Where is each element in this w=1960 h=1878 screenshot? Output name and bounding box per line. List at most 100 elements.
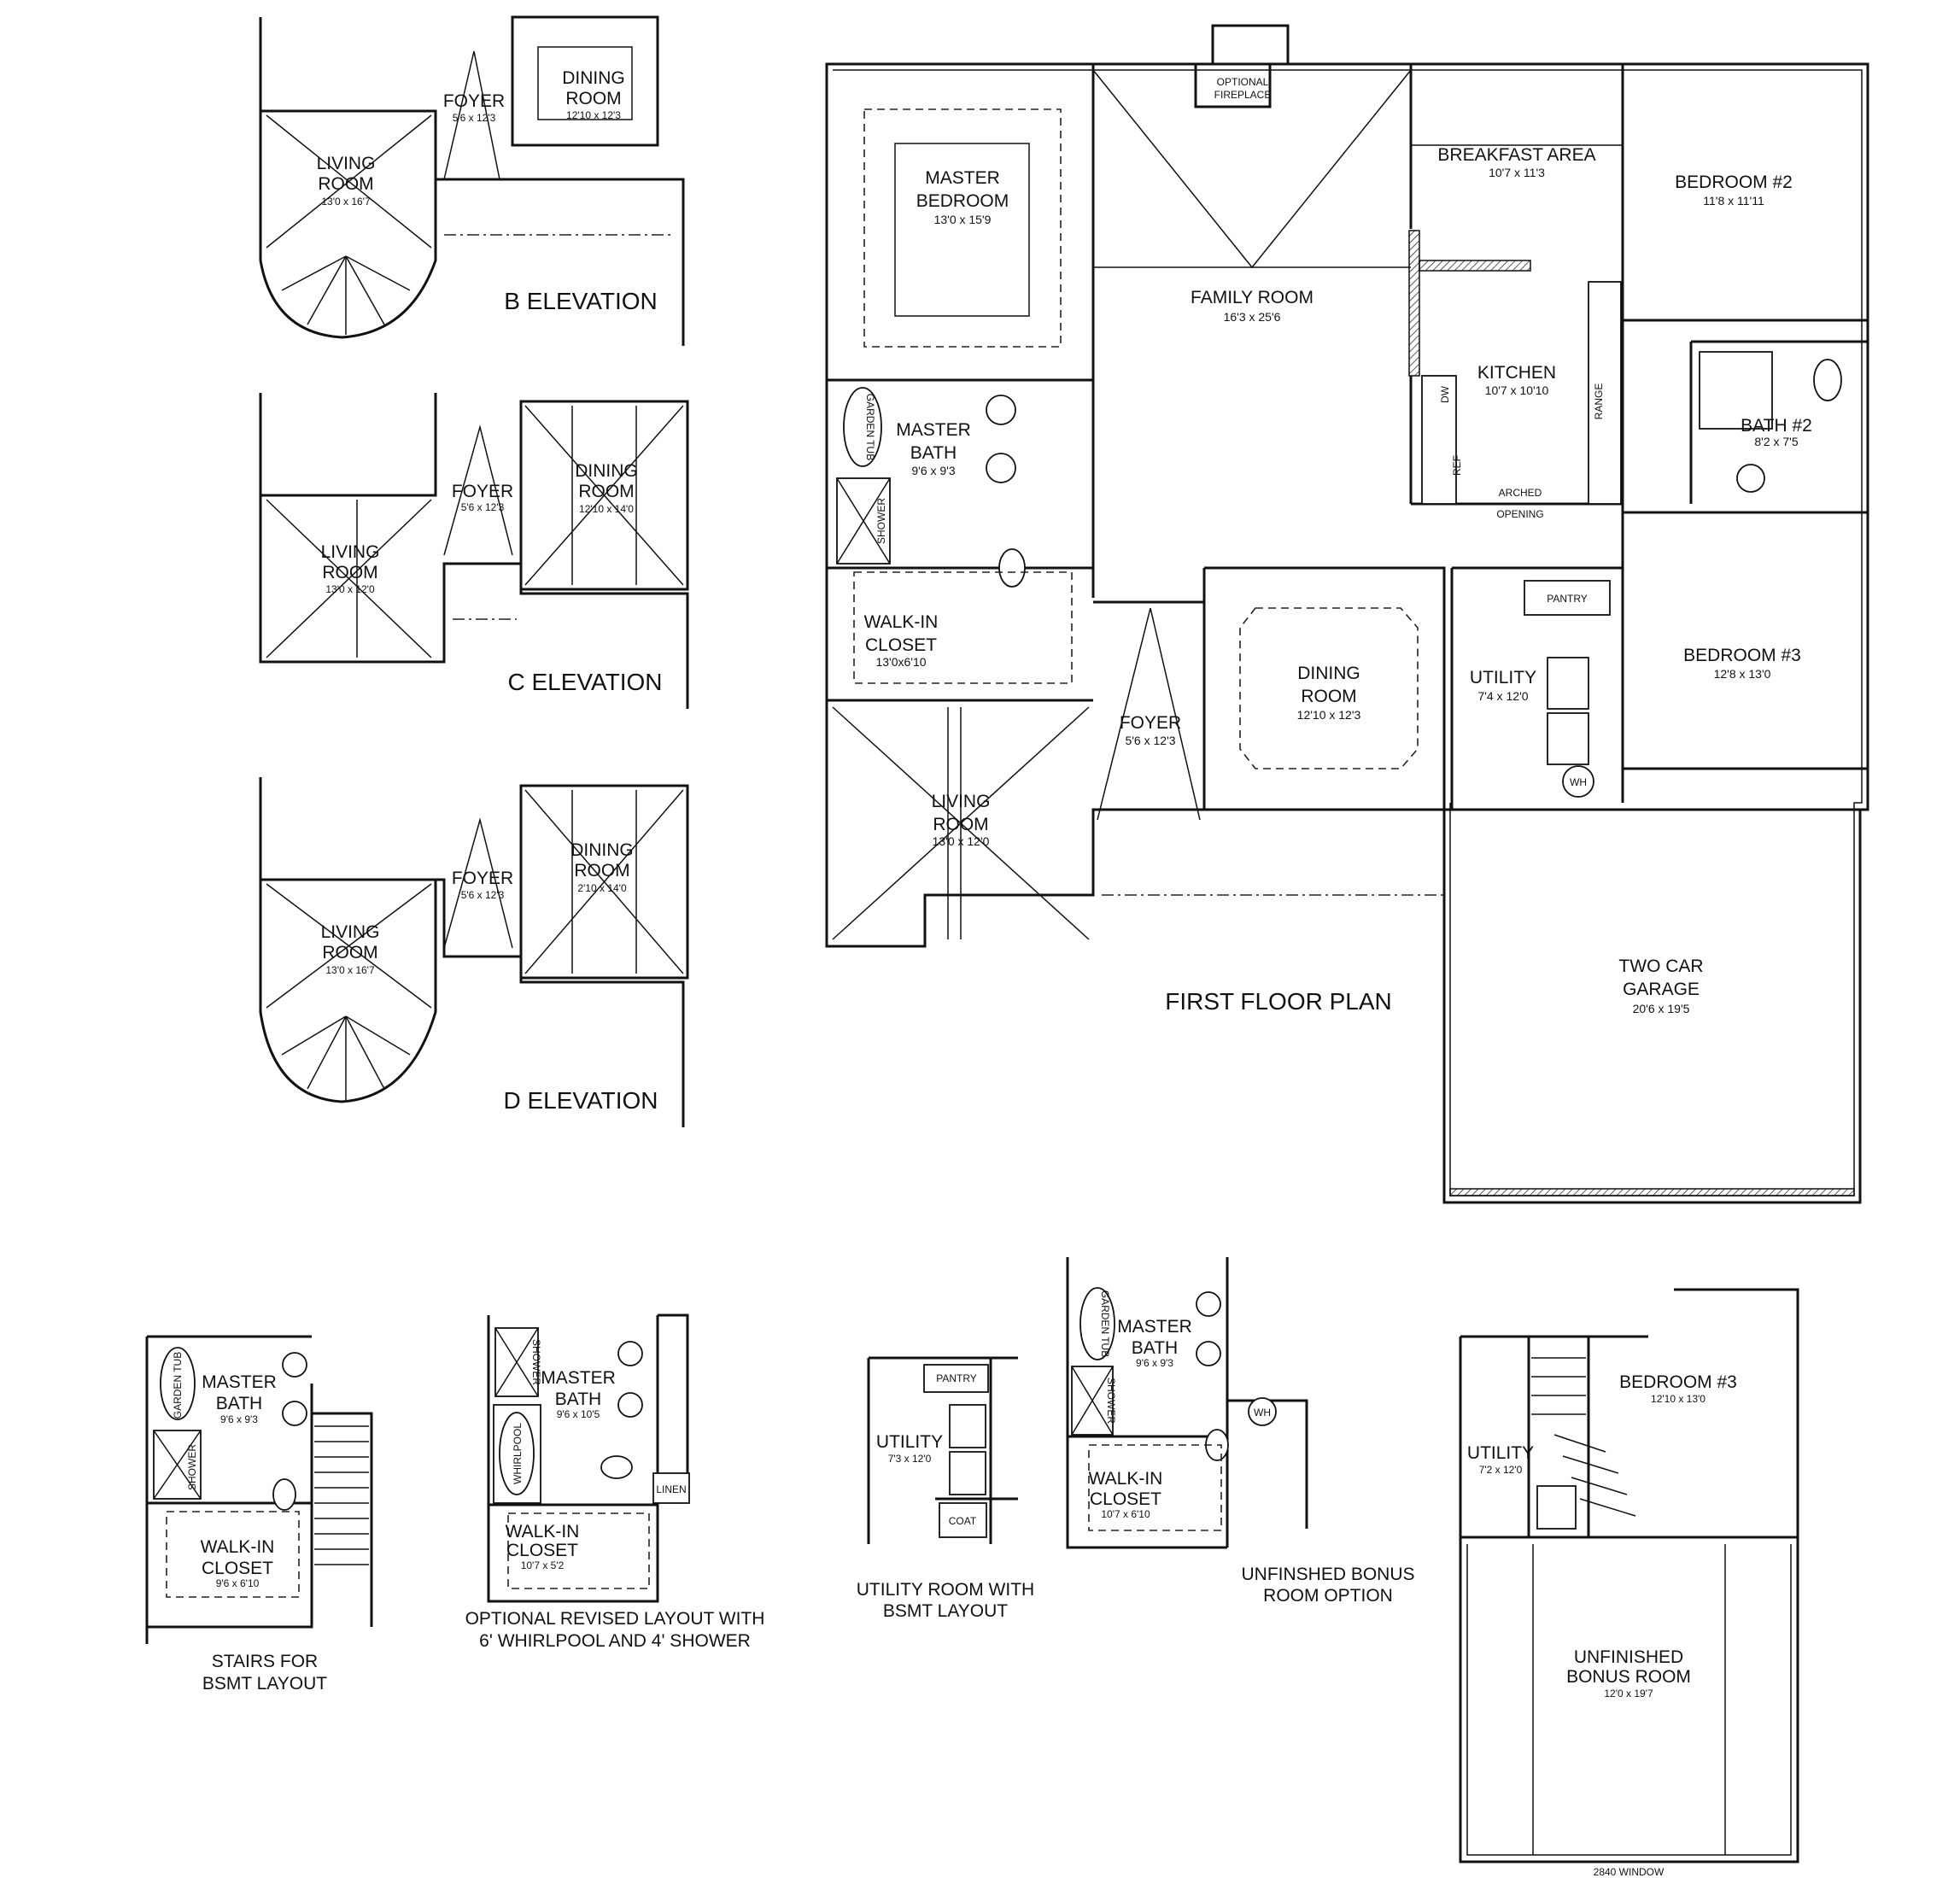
d-dining-lines: [524, 789, 684, 974]
bonus-stair-walls: [1527, 1337, 1590, 1537]
c-living-name-1: LIVING: [321, 542, 380, 562]
bonus-option-bath: MASTER BATH 9'6 x 9'3 WALK-IN CLOSET 10'…: [1066, 1257, 1415, 1606]
c-living-x: [266, 499, 432, 658]
utility-bsmt-walls: [867, 1356, 1018, 1544]
bonus-washer: [1536, 1485, 1577, 1530]
c-living-dim: 13'0 x 12'0: [325, 583, 375, 595]
bedroom2-dim: 11'8 x 11'11: [1703, 194, 1764, 208]
dw-ref-counter: [1421, 375, 1457, 505]
bonus-room-name-2: BONUS ROOM: [1566, 1667, 1691, 1687]
living-name-1: LIVING: [932, 792, 991, 811]
bonus-closet-name-2: CLOSET: [1090, 1489, 1161, 1509]
bonus-bath-walls: [1066, 1257, 1308, 1549]
c-dining-dim: 12'10 x 14'0: [579, 503, 634, 515]
bonus-utility-dim: 7'2 x 12'0: [1479, 1464, 1523, 1476]
pantry-label: PANTRY: [1547, 593, 1588, 605]
range-label: RANGE: [1593, 383, 1605, 420]
garage-name-1: TWO CAR: [1618, 957, 1703, 976]
stairs-bath-dim: 9'6 x 9'3: [220, 1413, 258, 1425]
stairs-closet-name-1: WALK-IN: [201, 1537, 275, 1557]
bonus-room-plan: BEDROOM #3 12'10 x 13'0 UTILITY 7'2 x 12…: [1459, 1288, 1799, 1878]
bonus-wh: [1248, 1397, 1277, 1426]
dining-name-2: ROOM: [1301, 687, 1356, 706]
utility-bsmt-dim: 7'3 x 12'0: [888, 1453, 932, 1465]
bonus-room-dim: 12'0 x 19'7: [1604, 1688, 1653, 1700]
utility-bsmt-dryer: [949, 1451, 986, 1495]
revised-closet-name-1: WALK-IN: [506, 1522, 580, 1542]
bonus-wh-label: WH: [1254, 1407, 1271, 1419]
master-bath-name-1: MASTER: [896, 420, 971, 440]
foyer-vault: [1097, 607, 1201, 821]
tray-ceiling-inner: [894, 143, 1030, 317]
fireplace-label-1: OPTIONAL: [1217, 76, 1269, 88]
revised-closet-shelf: [507, 1512, 650, 1589]
b-bay-fan: [281, 255, 411, 335]
living-dim: 13'0 x 12'0: [933, 834, 990, 848]
revised-whirlpool: [499, 1412, 535, 1495]
garden-tub: [843, 387, 882, 467]
stairs-tub-label: GARDEN TUB: [172, 1352, 184, 1419]
c-foyer: [443, 424, 513, 556]
stairs-shower-label: SHOWER: [186, 1444, 198, 1490]
revised-whirlpool-label: WHIRLPOOL: [512, 1423, 524, 1484]
b-living-x: [266, 114, 432, 249]
bonus-room-walls: [1459, 1537, 1799, 1863]
c-living-name-2: ROOM: [322, 563, 377, 582]
b-dining-name-2: ROOM: [565, 89, 621, 108]
kitchen-dim: 10'7 x 10'10: [1485, 383, 1549, 397]
b-living-name-1: LIVING: [317, 154, 376, 173]
utility-bsmt-caption-1: UTILITY ROOM WITH: [857, 1580, 1034, 1600]
sink-2: [986, 453, 1016, 483]
stairs-shower-x: [153, 1430, 202, 1500]
bonus-bath-name-1: MASTER: [1117, 1317, 1192, 1337]
b-elevation-plan: FOYER 5'6 x 12'3 DINING ROOM 12'10 x 12'…: [259, 15, 685, 346]
exterior-wall-inner: [833, 69, 1863, 1196]
wall-bath2: [1689, 340, 1868, 504]
b-living-name-2: ROOM: [318, 174, 373, 194]
stairs-closet-dim: 9'6 x 6'10: [216, 1577, 260, 1589]
c-foyer-dim: 5'6 x 12'3: [461, 501, 505, 513]
breakfast-dim: 10'7 x 11'3: [1489, 166, 1545, 179]
d-foyer: [443, 817, 513, 949]
d-dining-name-2: ROOM: [574, 861, 629, 880]
d-foyer-name: FOYER: [452, 869, 513, 888]
bedroom3-name: BEDROOM #3: [1683, 646, 1801, 665]
bath2-name: BATH #2: [1741, 416, 1812, 436]
bonus-garden-tub: [1079, 1287, 1115, 1360]
d-foyer-dim: 5'6 x 12'3: [461, 889, 505, 901]
stairs-garden-tub: [160, 1347, 196, 1420]
c-elevation-plan: FOYER 5'6 x 12'3 DINING ROOM 12'10 x 14'…: [259, 393, 689, 709]
d-living-dim: 13'0 x 16'7: [325, 964, 375, 976]
walkin-name-2: CLOSET: [865, 635, 937, 655]
master-bedroom-name-1: MASTER: [925, 168, 1000, 188]
living-vault-lines: [832, 706, 1090, 940]
garden-tub-label: GARDEN TUB: [864, 394, 876, 460]
bonus-sink-2: [1196, 1341, 1221, 1366]
garage-name-2: GARAGE: [1623, 980, 1700, 999]
bedroom2-name: BEDROOM #2: [1675, 173, 1793, 192]
revised-sink-1: [617, 1341, 643, 1366]
bonus-bedroom3-dim: 12'10 x 13'0: [1651, 1393, 1705, 1405]
revised-caption-2: 6' WHIRLPOOL AND 4' SHOWER: [479, 1631, 751, 1651]
shower-x: [836, 477, 891, 565]
c-dining-lines: [524, 405, 684, 586]
stairs-caption-1: STAIRS FOR: [212, 1652, 318, 1671]
utility-name: UTILITY: [1470, 668, 1536, 687]
family-room-name: FAMILY ROOM: [1191, 288, 1313, 307]
bonus-closet-shelf: [1088, 1444, 1222, 1531]
bonus-shower-x: [1071, 1366, 1114, 1436]
stairs-sink-2: [282, 1401, 307, 1426]
stairs-bath-name-1: MASTER: [202, 1372, 277, 1392]
revised-caption-1: OPTIONAL REVISED LAYOUT WITH: [465, 1609, 765, 1629]
d-walls: [259, 777, 685, 1127]
dining-tray-ceiling: [1239, 607, 1419, 769]
bonus-caption-1: UNFINSHED BONUS: [1241, 1565, 1414, 1584]
wall-utility: [1450, 566, 1623, 810]
revised-sink-2: [617, 1392, 643, 1418]
utility-bsmt-caption-2: BSMT LAYOUT: [883, 1601, 1008, 1621]
bath2-tub: [1699, 351, 1773, 430]
garage-dim: 20'6 x 19'5: [1633, 1002, 1690, 1015]
utility-dim: 7'4 x 12'0: [1477, 689, 1528, 703]
revised-shower-x: [494, 1327, 539, 1397]
